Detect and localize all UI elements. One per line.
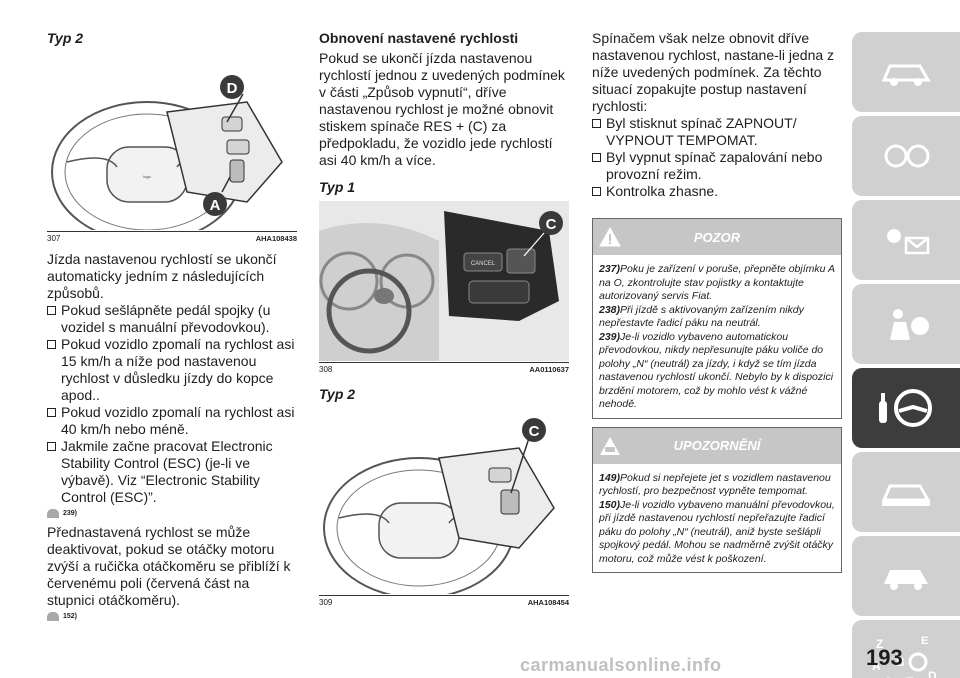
tab-car-info[interactable] <box>852 32 960 112</box>
paragraph: Přednastavená rychlost se může deaktivov… <box>47 524 291 608</box>
list-item: 239)Je-li vozidlo vybaveno automatickou … <box>599 330 834 411</box>
steering-wheel-illustration: C <box>323 418 555 594</box>
bullet-list: Pokud sešlápněte pedál spojky (u vozidel… <box>47 302 297 506</box>
figure-caption: 309 AHA108454 <box>319 598 569 607</box>
cruise-switch-photo: CANCEL C <box>319 201 569 361</box>
page-number: 193 <box>866 645 903 670</box>
tab-light-mail[interactable] <box>852 200 960 280</box>
svg-text:D: D <box>928 669 937 678</box>
svg-text:E: E <box>921 635 928 647</box>
list-item: Byl stisknut spínač ZAPNOUT/ VYPNOUT TEM… <box>592 115 842 149</box>
upozorneni-header: UPOZORNĚNÍ <box>593 427 841 464</box>
bullet-list: Byl stisknut spínač ZAPNOUT/ VYPNOUT TEM… <box>592 115 842 200</box>
checkbox-bullet-icon <box>47 340 56 349</box>
tab-index[interactable]: Z E A B C T D <box>852 620 960 678</box>
figure-309: C <box>319 408 569 596</box>
svg-text:C: C <box>529 423 540 440</box>
figure-caption: 308 AA0110637 <box>319 365 569 374</box>
seatbelt-airbag-icon <box>890 309 929 340</box>
car-service-icon <box>884 570 928 590</box>
svg-text:T: T <box>906 675 914 678</box>
svg-text:logo: logo <box>143 174 151 179</box>
steering-wheel-illustration: logo D A <box>51 75 283 230</box>
checkbox-bullet-icon <box>592 153 601 162</box>
tab-car-service[interactable] <box>852 536 960 616</box>
svg-text:C: C <box>884 675 893 678</box>
column-2: Obnovení nastavené rychlosti Pokud se uk… <box>319 30 569 607</box>
warning-ref: 239) <box>47 509 297 518</box>
list-item: Jakmile začne pracovat Electronic Stabil… <box>47 438 297 506</box>
intro-paragraph: Jízda nastavenou rychlostí se ukončí aut… <box>47 251 277 301</box>
tab-steering-wheel-key[interactable] <box>852 368 960 448</box>
section-heading: Obnovení nastavené rychlosti <box>319 30 519 46</box>
callout-c: C <box>539 211 563 235</box>
checkbox-bullet-icon <box>592 119 601 128</box>
tab-warning-car[interactable] <box>852 452 960 532</box>
callout-c: C <box>522 418 546 442</box>
watermark: carmanualsonline.info <box>520 655 722 675</box>
list-item: Pokud vozidlo zpomalí na rychlost asi 15… <box>47 336 297 404</box>
svg-text:C: C <box>546 216 557 233</box>
light-mail-icon <box>887 229 930 255</box>
list-item: 237)Poku je zařízení v poruše, přepněte … <box>599 263 835 302</box>
figure-308: CANCEL C <box>319 201 569 363</box>
index-letters-icon: Z E A B C T D <box>872 635 937 678</box>
column-1: Typ 2 logo D A 307 AHA108438 <box>47 30 297 627</box>
figure-caption: 307 AHA108438 <box>47 234 297 243</box>
reference-icon <box>47 509 59 518</box>
column-3: Spínačem však nelze obnovit dříve nastav… <box>592 30 842 573</box>
pozor-header: POZOR <box>593 219 841 255</box>
svg-text:A: A <box>872 659 881 673</box>
dashboard-icon <box>884 144 930 168</box>
callout-a: A <box>203 192 227 216</box>
svg-text:A: A <box>210 197 221 214</box>
section-heading-typ2: Typ 2 <box>47 30 84 46</box>
svg-text:B: B <box>896 655 905 669</box>
list-item: Kontrolka zhasne. <box>592 183 842 200</box>
list-item: 238)Při jízdě s aktivovaným zařízením ni… <box>599 303 804 330</box>
warning-triangle-icon <box>599 227 621 247</box>
pozor-box: POZOR 237)Poku je zařízení v poruše, pře… <box>592 218 842 419</box>
pozor-body: 237)Poku je zařízení v poruše, přepněte … <box>593 255 841 418</box>
reference-icon <box>47 612 59 621</box>
type1-heading: Typ 1 <box>319 179 356 195</box>
car-info-icon <box>881 64 931 86</box>
callout-d: D <box>220 75 244 99</box>
list-item: Byl vypnut spínač zapalování nebo provoz… <box>592 149 842 183</box>
figure-307: logo D A <box>47 52 297 232</box>
upozorneni-body: 149)Pokud si nepřejete jet s vozidlem na… <box>593 464 841 573</box>
list-item: Pokud sešlápněte pedál spojky (u vozidel… <box>47 302 297 336</box>
tab-seatbelt-airbag[interactable] <box>852 284 960 364</box>
steering-wheel-key-icon <box>879 389 932 427</box>
checkbox-bullet-icon <box>592 187 601 196</box>
list-item: 149)Pokud si nepřejete jet s vozidlem na… <box>599 471 831 498</box>
caution-ref: 152) <box>47 612 297 621</box>
svg-text:CANCEL: CANCEL <box>471 261 496 267</box>
checkbox-bullet-icon <box>47 442 56 451</box>
intro-paragraph: Spínačem však nelze obnovit dříve nastav… <box>592 30 835 114</box>
upozorneni-box: UPOZORNĚNÍ 149)Pokud si nepřejete jet s … <box>592 426 842 573</box>
type2-heading: Typ 2 <box>319 386 356 402</box>
warning-car-icon <box>881 484 931 506</box>
svg-text:D: D <box>227 80 238 97</box>
chapter-tabs: Z E A B C T D <box>852 32 960 678</box>
svg-text:Z: Z <box>876 637 883 651</box>
list-item: 150)Je-li vozidlo vybaveno manuální přev… <box>599 498 835 565</box>
list-item: Pokud vozidlo zpomalí na rychlost asi 40… <box>47 404 297 438</box>
checkbox-bullet-icon <box>47 306 56 315</box>
paragraph: Pokud se ukončí jízda nastavenou rychlos… <box>319 50 565 168</box>
tab-dashboard[interactable] <box>852 116 960 196</box>
car-warning-icon <box>600 436 620 455</box>
checkbox-bullet-icon <box>47 408 56 417</box>
